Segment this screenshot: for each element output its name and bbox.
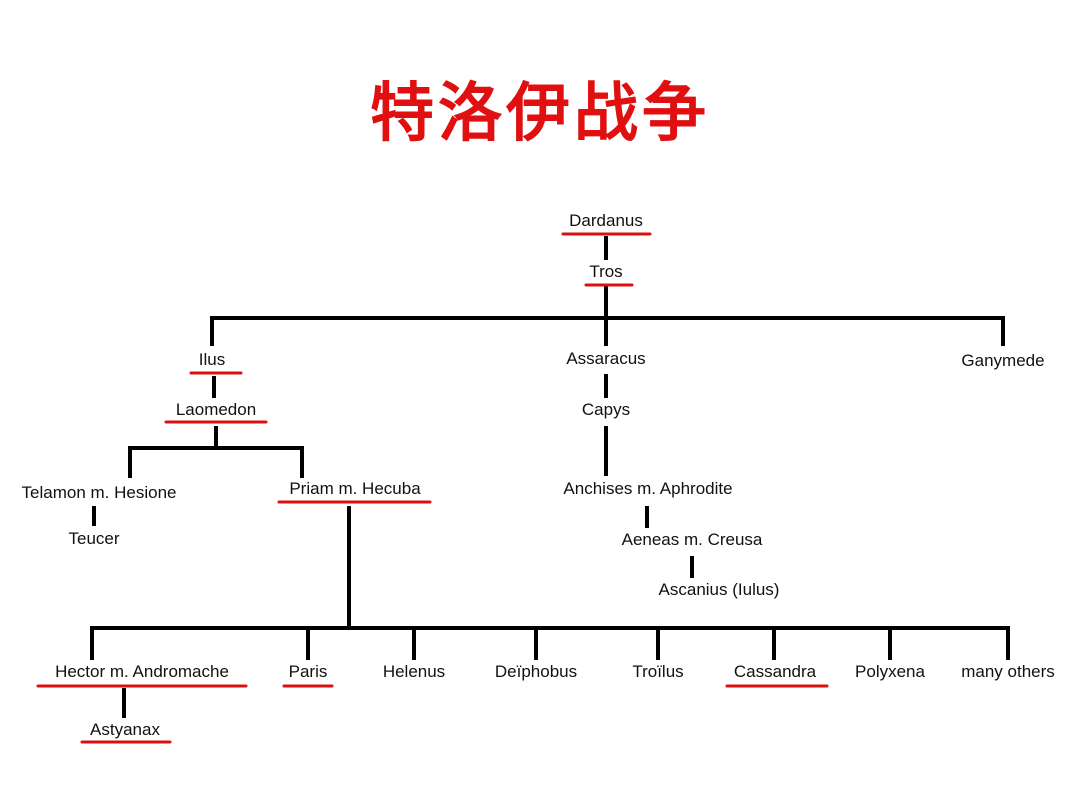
slide-title: 特洛伊战争 xyxy=(370,77,710,151)
node-capys: Capys xyxy=(581,400,631,419)
node-aeneas: Aeneas m. Creusa xyxy=(621,530,763,549)
node-anchises: Anchises m. Aphrodite xyxy=(563,479,733,498)
node-helenus: Helenus xyxy=(382,662,446,681)
node-ascanius: Ascanius (Iulus) xyxy=(658,580,780,599)
node-astyanax: Astyanax xyxy=(90,720,160,739)
node-hector: Hector m. Andromache xyxy=(55,662,229,681)
node-priam: Priam m. Hecuba xyxy=(289,479,421,498)
node-telamon: Telamon m. Hesione xyxy=(21,483,177,502)
node-paris: Paris xyxy=(288,662,328,681)
node-polyxena: Polyxena xyxy=(855,662,925,681)
node-cassandra: Cassandra xyxy=(733,662,817,681)
node-ganymede: Ganymede xyxy=(961,351,1045,370)
node-tros: Tros xyxy=(589,262,623,281)
node-ilus: Ilus xyxy=(198,350,226,369)
node-teucer: Teucer xyxy=(68,529,120,548)
node-laomedon: Laomedon xyxy=(175,400,257,419)
node-assaracus: Assaracus xyxy=(566,349,646,368)
node-deiphobus: Deïphobus xyxy=(494,662,578,681)
node-dardanus: Dardanus xyxy=(569,211,643,230)
node-troilus: Troïlus xyxy=(632,662,684,681)
node-others: many others xyxy=(961,662,1055,681)
